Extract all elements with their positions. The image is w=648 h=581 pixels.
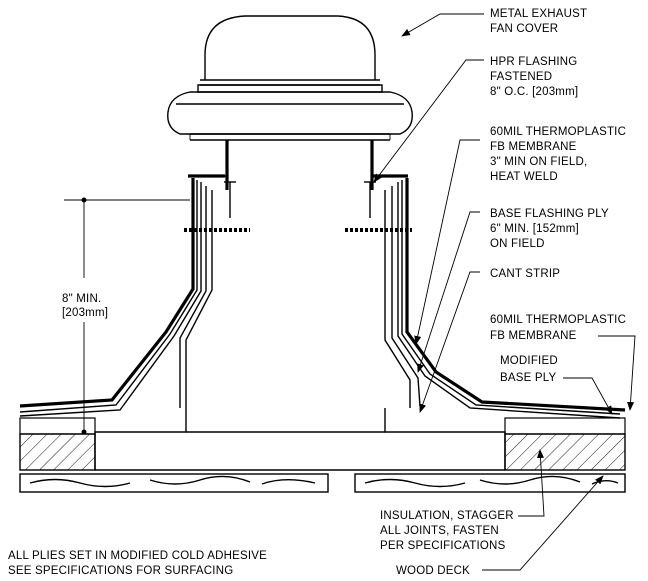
- svg-text:3" MIN ON FIELD,: 3" MIN ON FIELD,: [490, 156, 587, 168]
- insulation-left: [19, 433, 96, 471]
- svg-text:ALL JOINTS, FASTEN: ALL JOINTS, FASTEN: [380, 525, 499, 537]
- svg-text:BASE PLY: BASE PLY: [500, 372, 556, 384]
- wood-deck-left: [19, 473, 329, 493]
- wood-deck-right: [354, 473, 626, 493]
- curb-left: [19, 174, 226, 470]
- label-base-flashing-ply: BASE FLASHING PLY 6" MIN. [152mm] ON FIE…: [490, 208, 609, 250]
- svg-text:PER SPECIFICATIONS: PER SPECIFICATIONS: [380, 540, 506, 552]
- insulation-right: [504, 433, 626, 471]
- svg-text:ALL PLIES SET IN MODIFIED COLD: ALL PLIES SET IN MODIFIED COLD ADHESIVE: [8, 550, 267, 562]
- svg-text:HPR FLASHING: HPR FLASHING: [490, 56, 577, 68]
- min-height-label-1: 8" MIN.: [62, 293, 101, 305]
- label-membrane: 60MIL THERMOPLASTIC FB MEMBRANE: [490, 314, 626, 342]
- svg-text:ON FIELD: ON FIELD: [490, 238, 545, 250]
- svg-text:8" O.C. [203mm]: 8" O.C. [203mm]: [490, 86, 578, 98]
- svg-text:METAL EXHAUST: METAL EXHAUST: [490, 8, 587, 20]
- svg-text:HEAT WELD: HEAT WELD: [490, 171, 558, 183]
- svg-text:BASE FLASHING PLY: BASE FLASHING PLY: [490, 208, 609, 220]
- svg-text:MODIFIED: MODIFIED: [500, 355, 558, 367]
- svg-text:6" MIN. [152mm]: 6" MIN. [152mm]: [490, 223, 579, 235]
- fastener-left: [184, 181, 250, 232]
- svg-text:INSULATION, STAGGER: INSULATION, STAGGER: [380, 510, 514, 522]
- label-membrane-field: 60MIL THERMOPLASTIC FB MEMBRANE 3" MIN O…: [490, 126, 626, 183]
- label-fan-cover: METAL EXHAUST FAN COVER: [490, 8, 587, 35]
- label-insulation: INSULATION, STAGGER ALL JOINTS, FASTEN P…: [380, 510, 514, 552]
- label-cant-strip: CANT STRIP: [490, 268, 560, 280]
- general-notes: ALL PLIES SET IN MODIFIED COLD ADHESIVE …: [8, 550, 267, 577]
- svg-text:WOOD DECK: WOOD DECK: [396, 565, 470, 577]
- svg-text:FAN COVER: FAN COVER: [490, 23, 558, 35]
- svg-text:FB MEMBRANE: FB MEMBRANE: [490, 141, 577, 153]
- svg-text:SEE SPECIFICATIONS FOR SURFACI: SEE SPECIFICATIONS FOR SURFACING: [8, 565, 233, 577]
- svg-text:CANT STRIP: CANT STRIP: [490, 268, 560, 280]
- label-hpr-flashing: HPR FLASHING FASTENED 8" O.C. [203mm]: [490, 56, 578, 98]
- leaders: [373, 13, 636, 571]
- curb-right: [372, 174, 626, 470]
- svg-text:60MIL THERMOPLASTIC: 60MIL THERMOPLASTIC: [490, 314, 626, 326]
- min-height-label-2: [203mm]: [62, 307, 108, 319]
- label-wood-deck: WOOD DECK: [396, 565, 470, 577]
- svg-text:FASTENED: FASTENED: [490, 71, 552, 83]
- min-height-dimension: [64, 197, 190, 435]
- label-modified-base-ply: MODIFIED BASE PLY: [500, 355, 558, 384]
- svg-text:60MIL THERMOPLASTIC: 60MIL THERMOPLASTIC: [490, 126, 626, 138]
- svg-text:FB MEMBRANE: FB MEMBRANE: [490, 330, 577, 342]
- fan-cover: [167, 15, 413, 141]
